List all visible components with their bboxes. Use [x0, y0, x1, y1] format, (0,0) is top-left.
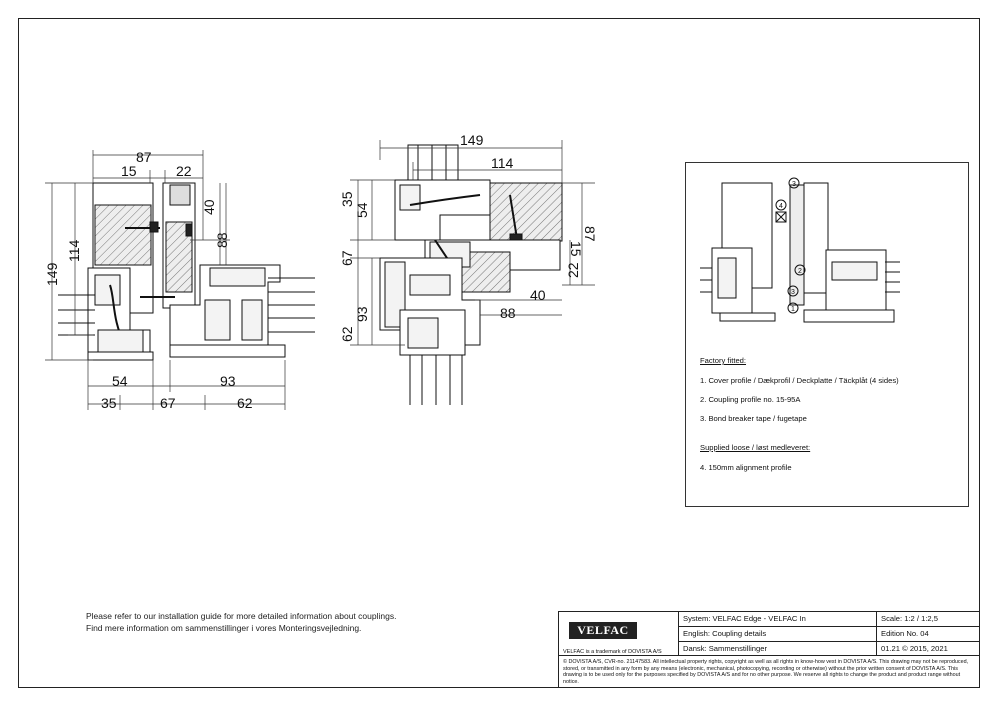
dim-left-bottom-35: 35: [101, 395, 117, 411]
legend-loose-heading: Supplied loose / løst medleveret:: [700, 443, 811, 452]
left-section-dimension-lines: [45, 150, 286, 410]
logo-cell: VELFAC VELFAC is a trademark of DOVISTA …: [559, 612, 679, 656]
dim-mid-left-62: 62: [339, 326, 355, 342]
date-field: 01.21 © 2015, 2021: [877, 642, 979, 656]
legend-item-2: 2. Coupling profile no. 15-95A: [700, 395, 801, 404]
dim-left-bottom-93: 93: [220, 373, 236, 389]
note-line-danish: Find mere information om sammenstillinge…: [86, 622, 362, 633]
dim-mid-left-67: 67: [339, 250, 355, 266]
dim-mid-inner-88: 88: [500, 305, 516, 321]
velfac-logo: VELFAC: [569, 622, 637, 639]
dim-mid-top-114: 114: [491, 155, 514, 171]
dim-left-top-22: 22: [176, 163, 192, 179]
middle-section-dimension-lines: [350, 140, 595, 346]
dim-left-right-40: 40: [201, 199, 217, 215]
dansk-field: Dansk: Sammenstillinger: [679, 642, 877, 656]
dim-mid-inner-40: 40: [530, 287, 546, 303]
callout-4: 4: [779, 203, 783, 210]
note-line-english: Please refer to our installation guide f…: [86, 611, 397, 621]
left-section-dimension-labels: 87 15 22 40 88 149 114 54 93 35 67 62: [44, 149, 253, 411]
dim-mid-left-93: 93: [354, 306, 370, 322]
dim-left-right-88: 88: [214, 232, 230, 248]
dim-left-bottom-54: 54: [112, 373, 128, 389]
dim-mid-left-54: 54: [354, 202, 370, 218]
dim-left-bottom-62: 62: [237, 395, 253, 411]
edition-field: Edition No. 04: [877, 627, 979, 642]
legend-factory-heading: Factory fitted:: [700, 356, 747, 365]
legend-callouts: 3 4 2 3 1: [779, 181, 802, 313]
scale-field: Scale: 1:2 / 1:2,5: [877, 612, 979, 627]
dim-mid-left-35: 35: [339, 191, 355, 207]
callout-1: 1: [791, 306, 795, 313]
dim-mid-top-149: 149: [460, 132, 484, 148]
system-field: System: VELFAC Edge - VELFAC In: [679, 612, 877, 627]
legend-item-1: 1. Cover profile / Dækprofil / Deckplatt…: [700, 376, 899, 385]
dim-mid-right-15: 15: [568, 241, 584, 257]
dim-mid-right-87: 87: [582, 226, 598, 242]
dim-left-149: 149: [44, 262, 60, 286]
drawing-frame: [18, 18, 980, 688]
trademark-text: VELFAC is a trademark of DOVISTA A/S: [563, 649, 662, 655]
dim-left-114: 114: [66, 239, 82, 262]
dim-left-top-15: 15: [121, 163, 137, 179]
dim-left-top-87: 87: [136, 149, 152, 165]
dim-mid-right-22: 22: [565, 262, 581, 278]
middle-section-profile: [379, 144, 563, 405]
english-field: English: Coupling details: [679, 627, 877, 642]
legend-panel: Factory fitted: 1. Cover profile / Dækpr…: [685, 162, 969, 507]
left-section-profile: [58, 182, 315, 361]
legend-item-4: 4. 150mm alignment profile: [700, 463, 792, 472]
callout-3-top: 3: [792, 181, 796, 188]
legal-text: © DOVISTA A/S, CVR-no. 21147583. All int…: [563, 659, 969, 685]
dim-left-bottom-67: 67: [160, 395, 176, 411]
middle-section-dimension-labels: 149 114 35 54 67 62 93 87 22 15 40 88: [339, 132, 598, 342]
callout-2: 2: [798, 268, 802, 275]
callout-3-bottom: 3: [791, 289, 795, 296]
legend-detail-profile: [700, 177, 900, 323]
title-block: VELFAC VELFAC is a trademark of DOVISTA …: [558, 611, 980, 688]
legend-item-3: 3. Bond breaker tape / fugetape: [700, 414, 807, 423]
installation-note: Please refer to our installation guide f…: [86, 611, 396, 634]
